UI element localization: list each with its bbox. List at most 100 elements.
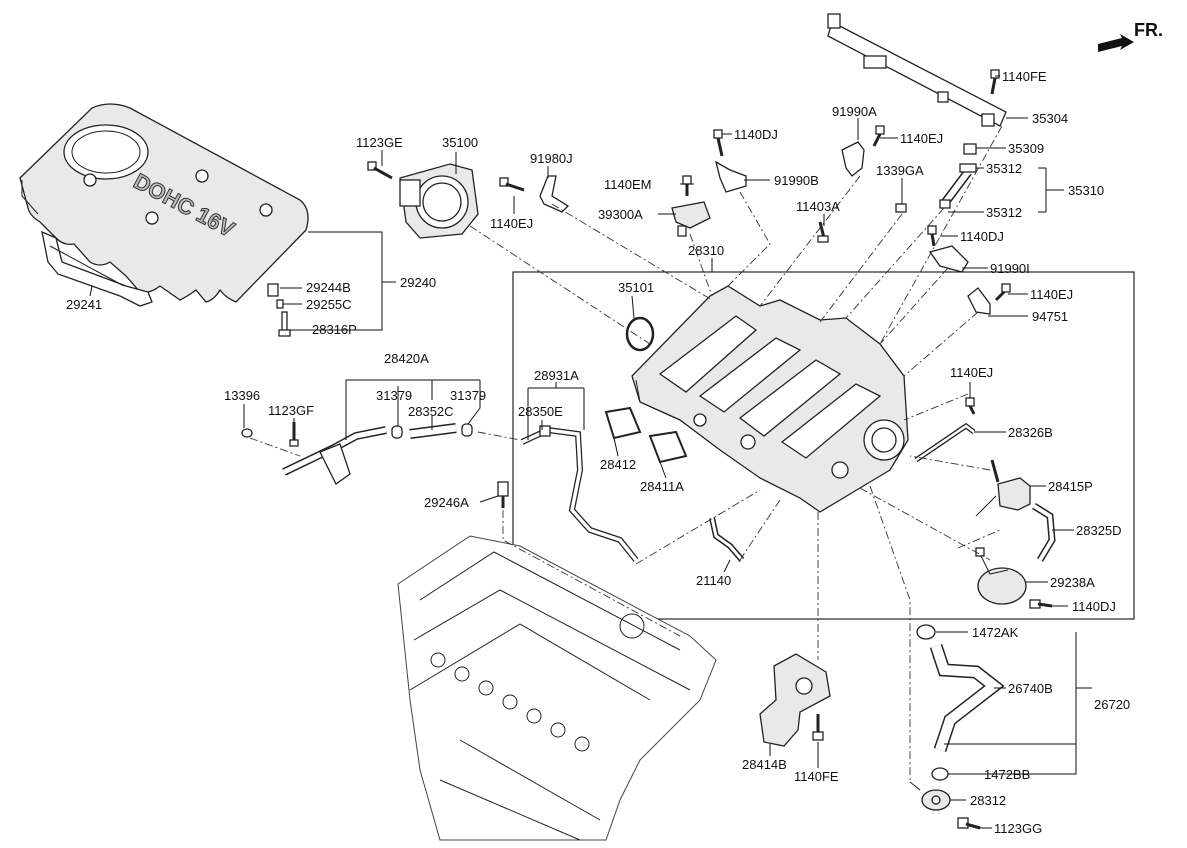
bolt-28316P-part [278, 311, 291, 337]
engine-cover-part: DOHC 16V [19, 103, 309, 303]
label-35310: 35310 [1068, 183, 1104, 198]
label-28352C: 28352C [408, 404, 454, 419]
label-35100: 35100 [442, 135, 478, 150]
label-1339GA: 1339GA [876, 163, 924, 178]
o-ring-35101-part [625, 316, 655, 352]
label-1123GG: 1123GG [994, 821, 1042, 836]
label-21140: 21140 [696, 573, 731, 588]
label-28316P: 28316P [312, 322, 357, 337]
label-29244B: 29244B [306, 280, 351, 295]
clamp-1472BB-part [931, 767, 949, 781]
cylinder-head-part [397, 535, 717, 841]
clamp-1472AK-part [916, 624, 936, 640]
label-1472BB: 1472BB [984, 767, 1030, 782]
label-1140EJ-mid: 1140EJ [950, 365, 993, 380]
intake-manifold-group-frame [512, 271, 1135, 620]
label-35312-upper: 35312 [986, 161, 1022, 176]
bracket-91990B-part [714, 160, 747, 193]
stud-1339GA-part [895, 203, 907, 213]
bolt-1140EJ-mid [965, 397, 976, 415]
bolt-1140FE-bottom [812, 714, 824, 741]
hose-26740B-part [929, 643, 1005, 753]
label-1140EM: 1140EM [604, 177, 651, 192]
label-35101: 35101 [618, 280, 654, 295]
label-91980J: 91980J [530, 151, 573, 166]
label-26740B: 26740B [1008, 681, 1053, 696]
label-35312-lower: 35312 [986, 205, 1022, 220]
label-28312: 28312 [970, 793, 1006, 808]
breather-pipe-28420A-part [282, 426, 387, 485]
label-29255C: 29255C [306, 297, 352, 312]
bolt-1140EJ-throttle [499, 177, 525, 192]
washer-13396-part [241, 428, 253, 438]
label-29238A: 29238A [1050, 575, 1095, 590]
bolt-29246A-part [497, 481, 509, 508]
front-direction-label: FR. [1134, 20, 1163, 40]
bolt-1140DJ-right [927, 225, 937, 247]
spacer-part [276, 299, 284, 309]
bolt-1123GF-part [289, 422, 299, 447]
front-direction-arrow-icon [1098, 34, 1134, 52]
label-1123GF: 1123GF [268, 403, 314, 418]
label-1140EJ-right: 1140EJ [1030, 287, 1073, 302]
label-39300A: 39300A [598, 207, 643, 222]
bolt-1140DJ-actuator [1029, 599, 1053, 609]
label-28350E: 28350E [518, 404, 563, 419]
label-29240: 29240 [400, 275, 436, 290]
bolt-1123GG-part [957, 817, 981, 830]
bolt-1123GE-part [367, 161, 393, 180]
label-35304: 35304 [1032, 111, 1068, 126]
label-94751: 94751 [1032, 309, 1068, 324]
hose-28931A-part [520, 425, 639, 562]
fuel-rail-part [827, 13, 1007, 127]
fuel-injector-part [939, 143, 977, 209]
label-28310: 28310 [688, 243, 724, 258]
label-35309: 35309 [1008, 141, 1044, 156]
sensor-94751-part [967, 287, 991, 315]
throttle-body-part [399, 163, 479, 239]
gasket-28411A-part [648, 430, 688, 464]
label-91990B: 91990B [774, 173, 819, 188]
bolt-1140EJ-right [994, 283, 1011, 302]
leader-lines [89, 75, 1092, 829]
label-31379-left: 31379 [376, 388, 412, 403]
label-11403A: 11403A [796, 199, 840, 214]
intake-manifold-part [631, 285, 909, 513]
bolt-1140DJ-top [713, 129, 724, 157]
grommet-part [267, 283, 279, 297]
label-28420A: 28420A [384, 351, 429, 366]
label-1123GE: 1123GE [356, 135, 403, 150]
label-1140DJ-actuator: 1140DJ [1072, 599, 1116, 614]
label-91990A: 91990A [832, 104, 877, 119]
bolt-1140EJ-top [872, 125, 885, 147]
bolt-11403A-part [817, 221, 829, 243]
map-sensor-part [671, 201, 711, 237]
label-1140FE-bottom: 1140FE [794, 769, 839, 784]
dipstick-21140-part [709, 517, 745, 562]
label-28325D: 28325D [1076, 523, 1122, 538]
part-labels: 1140FE 35304 91990A 1140DJ 1140EJ 35309 … [66, 69, 1130, 836]
label-91990I: 91990I [990, 261, 1030, 276]
label-1472AK: 1472AK [972, 625, 1019, 640]
cover-gasket-part [41, 230, 153, 307]
label-29246A: 29246A [424, 495, 469, 510]
gasket-28412-part [604, 406, 642, 440]
label-31379-right: 31379 [450, 388, 486, 403]
label-28415P: 28415P [1048, 479, 1093, 494]
label-26720: 26720 [1094, 697, 1130, 712]
clamp-31379-left [391, 425, 403, 439]
bolt-1140FE-rail [990, 69, 1000, 95]
bracket-28414B-part [759, 653, 831, 747]
actuator-29238A-part [975, 547, 1027, 605]
clamp-31379-right [461, 423, 473, 437]
label-28414B: 28414B [742, 757, 787, 772]
label-28412: 28412 [600, 457, 636, 472]
phantom-lines [249, 125, 1003, 780]
bracket-91980J-part [539, 175, 570, 213]
bracket-91990A-part [841, 141, 865, 177]
solenoid-valve-part [975, 459, 1031, 517]
label-28931A: 28931A [534, 368, 579, 383]
label-1140FE-rail: 1140FE [1002, 69, 1047, 84]
